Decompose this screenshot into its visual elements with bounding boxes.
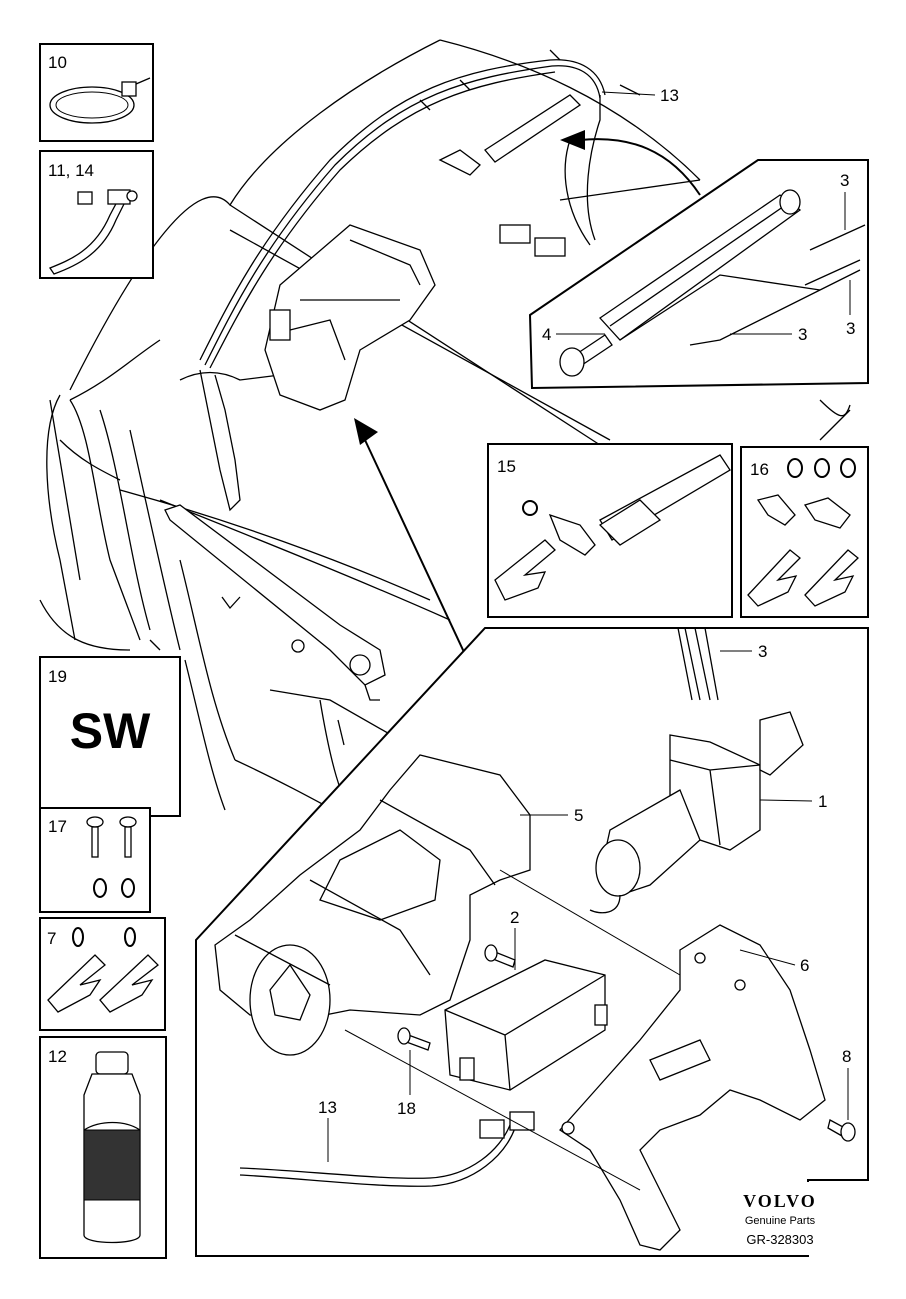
sw-text: SW xyxy=(70,703,151,759)
plug-icon xyxy=(756,494,851,529)
o-ring-icon xyxy=(93,878,107,898)
fluid-bottle-icon xyxy=(83,1051,141,1244)
cable-tie-icon xyxy=(49,86,135,124)
inset-box-10: 10 xyxy=(39,43,154,142)
inset-box-19: 19 SW xyxy=(39,656,181,817)
label-1: 1 xyxy=(818,792,827,811)
arrow-up-head xyxy=(354,418,378,445)
pump-housing-icon xyxy=(214,754,531,1056)
label-3-lower: 3 xyxy=(758,642,767,661)
diagram-code: GR-328303 xyxy=(746,1232,813,1247)
inset-box-cylinder: 3 3 3 4 xyxy=(528,159,869,390)
inset-box-11-14: 11, 14 xyxy=(39,150,154,279)
volvo-logo-text: VOLVO xyxy=(743,1191,817,1211)
label-13-top: 13 xyxy=(660,86,679,105)
inset-box-17: 17 xyxy=(39,807,151,913)
label-13-lower: 13 xyxy=(318,1098,337,1117)
hose-fitting-icon xyxy=(494,454,731,601)
label-3-mid: 3 xyxy=(798,325,807,344)
vehicle-rear-body xyxy=(39,39,851,841)
brand-block: VOLVO Genuine Parts GR-328303 xyxy=(743,1191,817,1247)
genuine-parts-text: Genuine Parts xyxy=(745,1215,816,1227)
label-6: 6 xyxy=(800,956,809,975)
label-17: 17 xyxy=(48,817,67,836)
label-8-main: 8 xyxy=(842,1047,851,1066)
control-module-icon xyxy=(444,959,608,1091)
label-16: 16 xyxy=(750,460,769,479)
pump-motor-icon xyxy=(589,711,804,914)
label-4: 4 xyxy=(542,325,551,344)
label-11-14: 11, 14 xyxy=(48,161,94,180)
arrow-left-head xyxy=(560,130,585,150)
hydraulic-cylinder-icon xyxy=(559,189,866,377)
label-3-top: 3 xyxy=(840,171,849,190)
label-12: 12 xyxy=(48,1047,67,1066)
label-19: 19 xyxy=(48,667,67,686)
label-15: 15 xyxy=(497,457,516,476)
mounting-bracket-icon xyxy=(559,924,826,1251)
main-assembly-inset: 5 1 3 2 xyxy=(195,627,869,1257)
label-3-right: 3 xyxy=(846,319,855,338)
label-2: 2 xyxy=(510,908,519,927)
label-18: 18 xyxy=(397,1099,416,1118)
label-5: 5 xyxy=(574,806,583,825)
retaining-clip-icon xyxy=(47,954,106,1013)
screw-icon xyxy=(86,816,137,858)
inset-box-15: 15 xyxy=(487,443,733,618)
inset-box-12: 12 xyxy=(39,1036,167,1259)
inset-box-7: 7 xyxy=(39,917,166,1031)
bolt-8-icon xyxy=(827,1119,856,1142)
label-10: 10 xyxy=(48,53,67,72)
inset-box-16: 16 xyxy=(740,446,869,618)
cable-harness-icon xyxy=(239,1111,535,1187)
label-7: 7 xyxy=(47,929,56,948)
